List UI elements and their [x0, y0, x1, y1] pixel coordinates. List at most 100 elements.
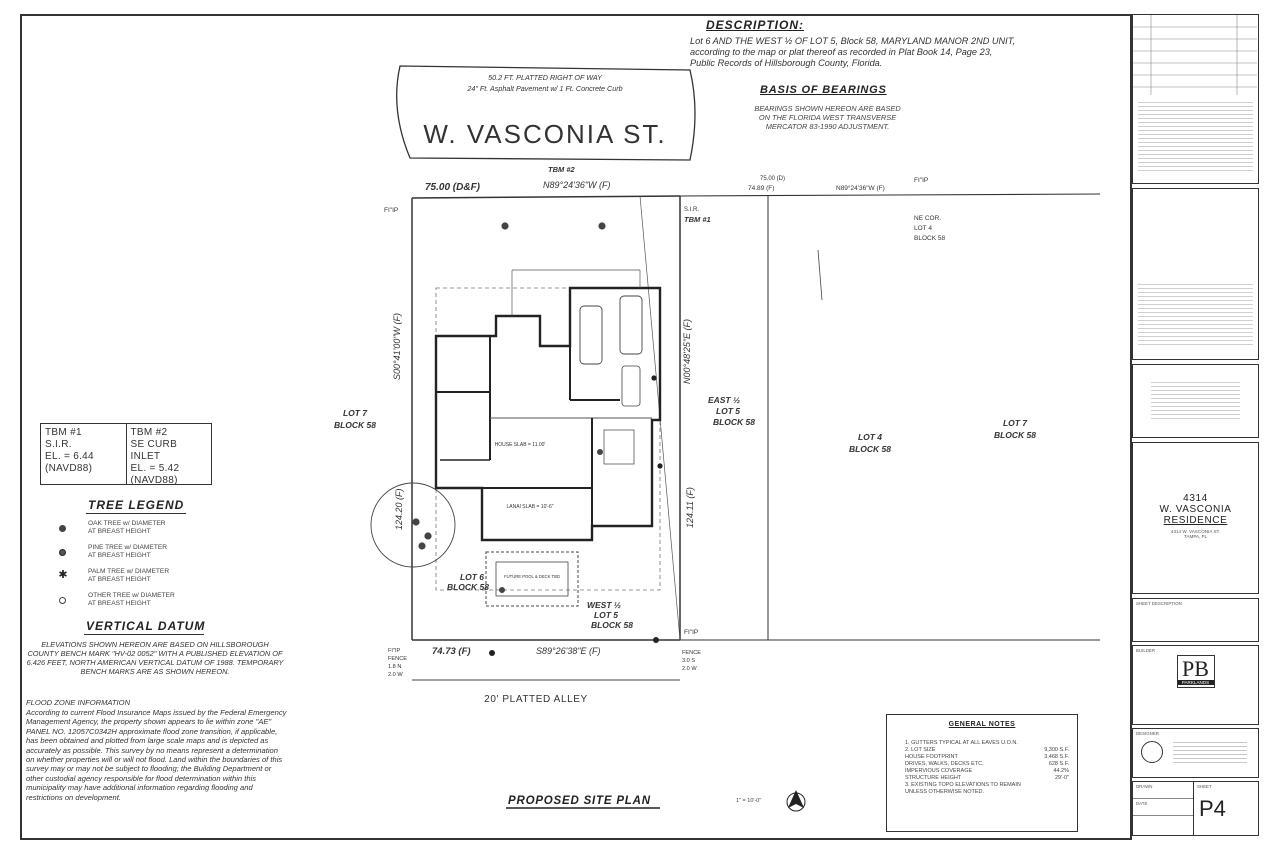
house-footprint [434, 286, 662, 542]
description-line: Lot 6 AND THE WEST ½ OF LOT 5, Block 58,… [690, 36, 1016, 46]
project-city: TAMPA, FL [1183, 534, 1208, 539]
project-address: 4314 W. VASCONIA ST. [1170, 529, 1221, 534]
house-slab-label: HOUSE SLAB = 11.00' [495, 442, 546, 448]
street-row-text: 50.2 FT. PLATTED RIGHT OF WAY [488, 73, 603, 82]
note-value: 3,468 S.F. [1044, 754, 1069, 760]
lot7-right-line2: BLOCK 58 [994, 430, 1036, 440]
note-label: DRIVES, WALKS, DECKS ETC. [905, 761, 984, 767]
project-block: 4314 W. VASCONIA RESIDENCE 4314 W. VASCO… [1132, 442, 1259, 594]
general-note-row: 3. EXISTING TOPO ELEVATIONS TO REMAIN [905, 782, 1069, 789]
tbm2-label: TBM #2 [548, 165, 576, 174]
fence-right-label: FENCE [682, 650, 701, 656]
lot6-line1: LOT 6 [460, 572, 484, 582]
project-type: RESIDENCE [1163, 515, 1228, 526]
other-tree-icon [56, 592, 70, 606]
designer-block: DESIGNER [1132, 728, 1259, 778]
west-half-line1: WEST ½ [587, 600, 621, 610]
fence-left-label: FENCE [388, 656, 407, 662]
sheet-meta: DRAWN DATE [1133, 782, 1194, 835]
legend-label: AT BREAST HEIGHT [88, 600, 151, 607]
west-half-line3: BLOCK 58 [591, 620, 633, 630]
site-plan-scale: 1" = 10'-0" [736, 798, 761, 804]
vertical-datum-rule [84, 634, 204, 635]
street-pavement-text: 24" Ft. Asphalt Pavement w/ 1 Ft. Concre… [466, 84, 622, 93]
project-street: W. VASCONIA [1159, 504, 1232, 515]
sir-label: S.I.R. [684, 207, 699, 213]
right-top-bearing: N89°24'36"W (F) [836, 184, 885, 192]
date-label: DATE [1133, 799, 1193, 816]
site-plan-title: PROPOSED SITE PLAN [508, 795, 651, 807]
street-outline [396, 65, 696, 161]
sheet-info-block: DRAWN DATE SHEET P4 [1132, 781, 1259, 836]
basis-line: ON THE FLORIDA WEST TRANSVERSE [758, 113, 897, 122]
disclaimer-text-block [1138, 99, 1253, 171]
kitchen-island [603, 429, 635, 465]
description-line: according to the map or plat thereof as … [690, 47, 993, 57]
oak-tree-icon [418, 542, 426, 550]
basis-line: MERCATOR 83-1990 ADJUSTMENT. [765, 122, 890, 131]
oak-tree-icon [501, 222, 509, 230]
general-notes: GENERAL NOTES 1. GUTTERS TYPICAL AT ALL … [886, 714, 1078, 832]
oak-tree-icon [424, 532, 432, 540]
builder-label: BUILDER [1136, 648, 1156, 653]
note-value: 29'-0" [1054, 775, 1069, 781]
tree-canopy [370, 482, 456, 568]
oak-tree-icon [499, 587, 505, 593]
designer-label: DESIGNER [1136, 731, 1159, 736]
oak-tree-icon [56, 520, 70, 534]
tree-legend-item: OTHER TREE w/ DIAMETER AT BREAST HEIGHT [56, 592, 226, 616]
certification-block [1132, 188, 1259, 360]
fip-se: FI"IP [684, 629, 698, 636]
project-number: 4314 [1183, 493, 1208, 504]
left-bearing: S00°41'00"W (F) [392, 313, 402, 380]
palm-tree-icon: ✱ [58, 569, 68, 581]
builder-name: PARKLANDS [1177, 680, 1214, 685]
north-property-line [411, 195, 681, 199]
general-notes-title: GENERAL NOTES [948, 721, 1016, 728]
note-label: STRUCTURE HEIGHT [905, 775, 962, 781]
ne-lot: LOT 4 [914, 225, 932, 232]
note-value: 44.2% [1053, 768, 1069, 774]
ne-block: BLOCK 58 [914, 235, 945, 242]
description-title: DESCRIPTION: [706, 18, 805, 32]
tbm-elevation: EL. = 6.44 [45, 451, 94, 462]
basis-line: BEARINGS SHOWN HEREON ARE BASED [754, 104, 901, 113]
tree-legend-title: TREE LEGEND [88, 498, 185, 512]
bottom-bearing: S89°26'38"E (F) [536, 646, 601, 656]
legend-label: OTHER TREE w/ DIAMETER [88, 592, 175, 599]
sheet-number: P4 [1199, 796, 1226, 821]
bottom-dimension: 74.73 (F) [432, 646, 471, 657]
oak-tree-icon [598, 222, 606, 230]
basis-text: BEARINGS SHOWN HEREON ARE BASED ON THE F… [740, 104, 915, 131]
legend-label: PALM TREE w/ DIAMETER [88, 568, 170, 575]
revision-block [1132, 14, 1259, 184]
legend-label: AT BREAST HEIGHT [88, 552, 151, 559]
right-top-dim2: 74.89 (F) [748, 185, 774, 192]
oak-tree-icon [412, 518, 420, 526]
revision-grid [1133, 15, 1257, 95]
east-half-line3: BLOCK 58 [713, 417, 755, 427]
note-value: 9,300 S.F. [1044, 747, 1069, 753]
drawing-frame [20, 14, 1132, 840]
tbm-datum: (NAVD88) [45, 463, 93, 474]
general-note-row: DRIVES, WALKS, DECKS ETC.628 S.F. [905, 761, 1069, 768]
palm-tree-icon [651, 375, 657, 381]
lot6-line2: BLOCK 58 [447, 582, 489, 592]
tree-legend-item: OAK TREE w/ DIAMETER AT BREAST HEIGHT [56, 520, 226, 544]
ne-corner: NE COR. [914, 215, 941, 222]
tbm-desc: SE CURB INLET [130, 439, 178, 462]
designer-info [1173, 739, 1247, 765]
note-label: 3. EXISTING TOPO ELEVATIONS TO REMAIN [905, 782, 1021, 788]
fip-ne: FI"IP [914, 177, 928, 184]
north-arrow-icon [786, 790, 806, 812]
top-bearing: N89°24'36"W (F) [543, 180, 611, 190]
note-label: UNLESS OTHERWISE NOTED. [905, 789, 985, 795]
right-top-dim1: 75.00 (D) [760, 176, 785, 182]
legend-label: AT BREAST HEIGHT [88, 576, 151, 583]
street-name: W. VASCONIA ST. [423, 119, 666, 149]
description-text: Lot 6 AND THE WEST ½ OF LOT 5, Block 58,… [690, 36, 1120, 69]
lanai-slab-label: LANAI SLAB = 10'-6" [506, 504, 553, 510]
lot7-left-line1: LOT 7 [343, 408, 368, 418]
